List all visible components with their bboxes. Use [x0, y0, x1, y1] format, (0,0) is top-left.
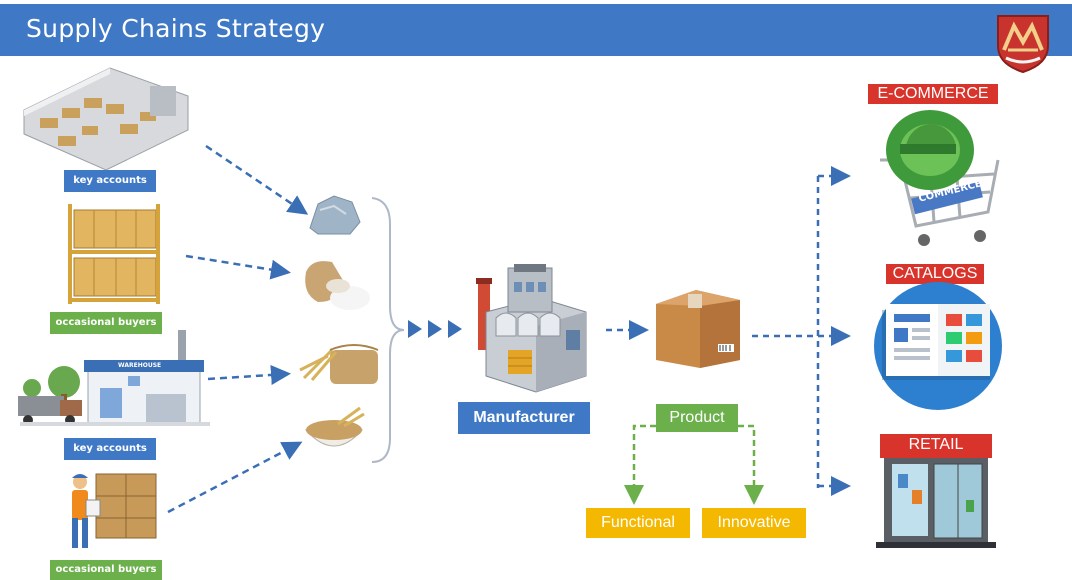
channel-label-retail: RETAIL [908, 436, 964, 453]
header-bar [0, 4, 1072, 56]
supplier-arrows [167, 144, 309, 514]
branch-innovative-label: Innovative [702, 508, 806, 538]
page-title: Supply Chains Strategy [26, 14, 326, 43]
channel-label-ecommerce: E-COMMERCE [868, 84, 998, 104]
warehouse-sign: WAREHOUSE [118, 362, 162, 369]
header: Supply Chains Strategy [0, 0, 1072, 74]
channel-branch-arrows [816, 166, 851, 496]
supplier-label-4: occasional buyers [50, 560, 162, 580]
channel-label-catalogs: CATALOGS [886, 264, 984, 284]
supplier-label-2: occasional buyers [50, 312, 162, 334]
product-label: Product [656, 404, 738, 432]
triple-arrow [408, 320, 462, 338]
materials-bracket [371, 197, 405, 463]
product-branch-arrows [624, 424, 764, 505]
supplier-label-3: key accounts [64, 438, 156, 460]
brand-logo-icon [997, 15, 1049, 74]
manufacturer-label: Manufacturer [458, 402, 590, 434]
supplier-label-1: key accounts [64, 170, 156, 192]
branch-functional-label: Functional [586, 508, 690, 538]
